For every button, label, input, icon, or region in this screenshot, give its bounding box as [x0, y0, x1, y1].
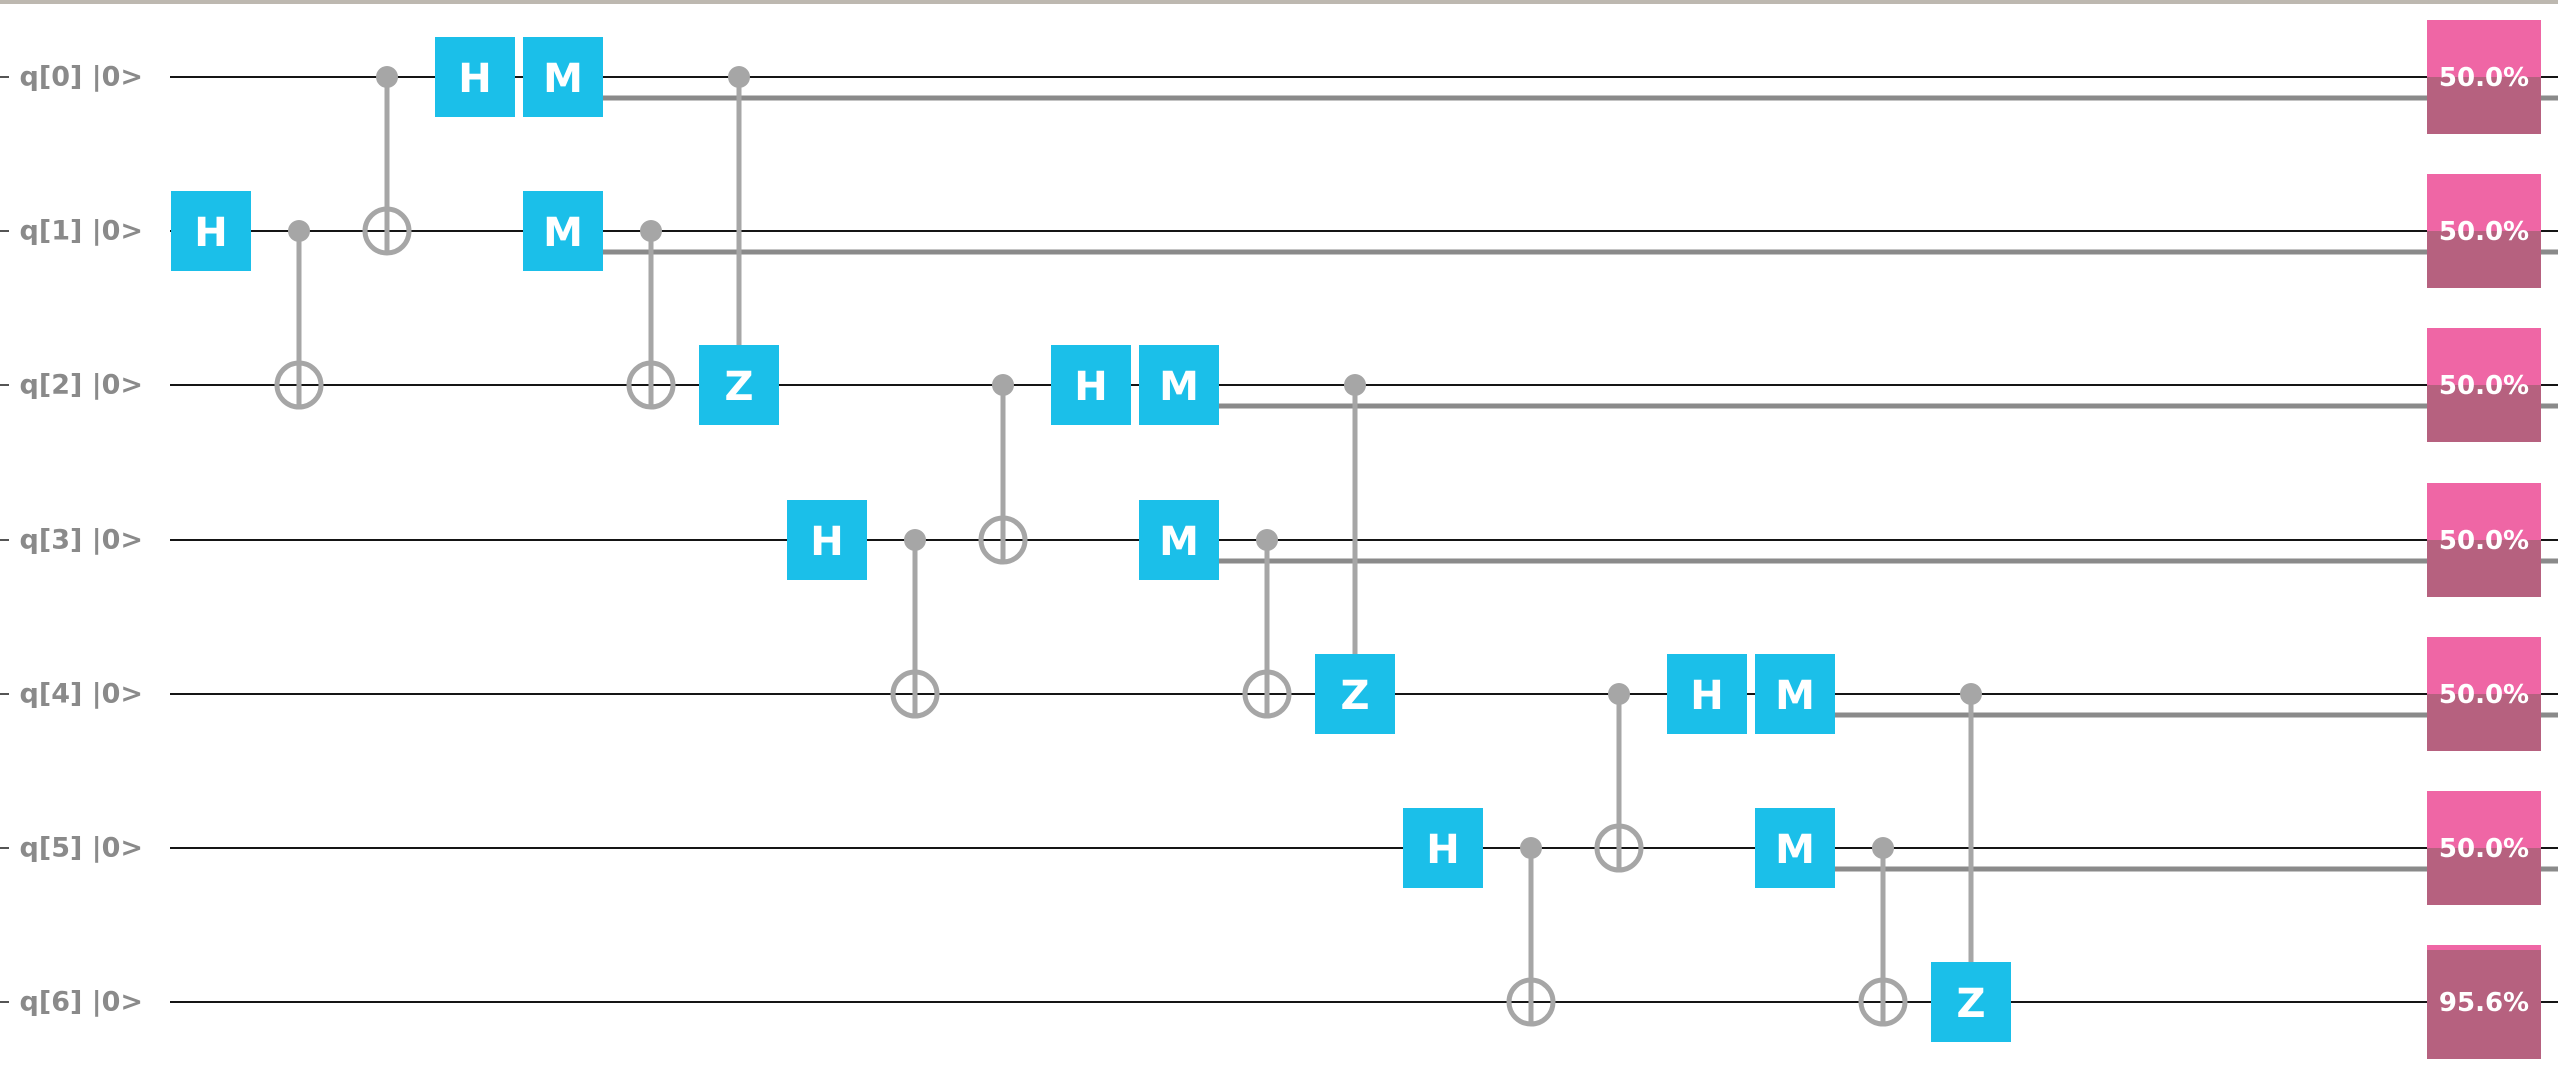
gate-h-box[interactable] — [1667, 654, 1747, 734]
cnot-target-icon[interactable] — [274, 360, 324, 410]
probability-value: 95.6% — [2439, 988, 2529, 1018]
gate-m-label: M — [543, 56, 583, 102]
gate-h-box[interactable] — [1403, 808, 1483, 888]
gate-h-box[interactable] — [787, 500, 867, 580]
gate-h-label: H — [1690, 673, 1723, 719]
gate-m-label: M — [1159, 519, 1199, 565]
cnot-target-icon[interactable] — [1858, 977, 1908, 1027]
gate-z-box[interactable] — [699, 345, 779, 425]
gate-m-box[interactable] — [523, 37, 603, 117]
probability-value: 50.0% — [2439, 371, 2529, 401]
gate-z-box[interactable] — [1315, 654, 1395, 734]
probability-value: 50.0% — [2439, 217, 2529, 247]
qubit-label[interactable]: q[3] |0> — [20, 525, 143, 556]
qubit-label[interactable]: q[6] |0> — [20, 987, 143, 1018]
gate-h-label: H — [458, 56, 491, 102]
control-dot[interactable] — [376, 66, 398, 88]
control-dot[interactable] — [640, 220, 662, 242]
gate-h-box[interactable] — [435, 37, 515, 117]
top-scrollbar[interactable] — [0, 0, 2558, 4]
probability-value: 50.0% — [2439, 834, 2529, 864]
gate-m-box[interactable] — [1755, 808, 1835, 888]
probability-value: 50.0% — [2439, 63, 2529, 93]
cnot-target-icon[interactable] — [1594, 823, 1644, 873]
gate-m-box[interactable] — [523, 191, 603, 271]
gate-h-box[interactable] — [1051, 345, 1131, 425]
gate-m-box[interactable] — [1139, 345, 1219, 425]
gate-m-label: M — [543, 210, 583, 256]
control-dot[interactable] — [992, 374, 1014, 396]
probability-box-light — [2427, 945, 2541, 950]
gate-m-label: M — [1775, 673, 1815, 719]
probability-box-dark — [2427, 231, 2541, 288]
probability-box-light — [2427, 328, 2541, 385]
probability-box-light — [2427, 174, 2541, 231]
gate-h-label: H — [1426, 827, 1459, 873]
control-dot[interactable] — [1520, 837, 1542, 859]
cnot-target-icon[interactable] — [1506, 977, 1556, 1027]
gate-z-label: Z — [1340, 673, 1369, 719]
control-dot[interactable] — [1960, 683, 1982, 705]
gate-m-box[interactable] — [1755, 654, 1835, 734]
qubit-label[interactable]: q[2] |0> — [20, 370, 143, 401]
control-dot[interactable] — [728, 66, 750, 88]
control-dot[interactable] — [1872, 837, 1894, 859]
cnot-target-icon[interactable] — [978, 515, 1028, 565]
control-dot[interactable] — [1256, 529, 1278, 551]
probability-box-light — [2427, 483, 2541, 540]
cnot-target-icon[interactable] — [626, 360, 676, 410]
probability-box-light — [2427, 637, 2541, 694]
probability-box-dark — [2427, 385, 2541, 442]
control-dot[interactable] — [288, 220, 310, 242]
cnot-target-icon[interactable] — [362, 206, 412, 256]
probability-box-dark — [2427, 848, 2541, 905]
probability-box-light — [2427, 20, 2541, 77]
probability-box-light — [2427, 791, 2541, 848]
control-dot[interactable] — [1344, 374, 1366, 396]
gate-z-label: Z — [724, 364, 753, 410]
qubit-label[interactable]: q[1] |0> — [20, 216, 143, 247]
qubit-label[interactable]: q[0] |0> — [20, 62, 143, 93]
probability-box-dark — [2427, 694, 2541, 751]
gate-h-label: H — [194, 210, 227, 256]
probability-value: 50.0% — [2439, 680, 2529, 710]
control-dot[interactable] — [904, 529, 926, 551]
qubit-label[interactable]: q[5] |0> — [20, 833, 143, 864]
probability-value: 50.0% — [2439, 526, 2529, 556]
probability-box-dark — [2427, 950, 2541, 1059]
probability-box-dark — [2427, 540, 2541, 597]
gate-h-label: H — [1074, 364, 1107, 410]
gate-z-box[interactable] — [1931, 962, 2011, 1042]
gate-m-label: M — [1775, 827, 1815, 873]
gate-h-label: H — [810, 519, 843, 565]
gate-h-box[interactable] — [171, 191, 251, 271]
gate-z-label: Z — [1956, 981, 1985, 1027]
qubit-label[interactable]: q[4] |0> — [20, 679, 143, 710]
gate-m-label: M — [1159, 364, 1199, 410]
cnot-target-icon[interactable] — [890, 669, 940, 719]
gate-m-box[interactable] — [1139, 500, 1219, 580]
control-dot[interactable] — [1608, 683, 1630, 705]
probability-box-dark — [2427, 77, 2541, 134]
cnot-target-icon[interactable] — [1242, 669, 1292, 719]
